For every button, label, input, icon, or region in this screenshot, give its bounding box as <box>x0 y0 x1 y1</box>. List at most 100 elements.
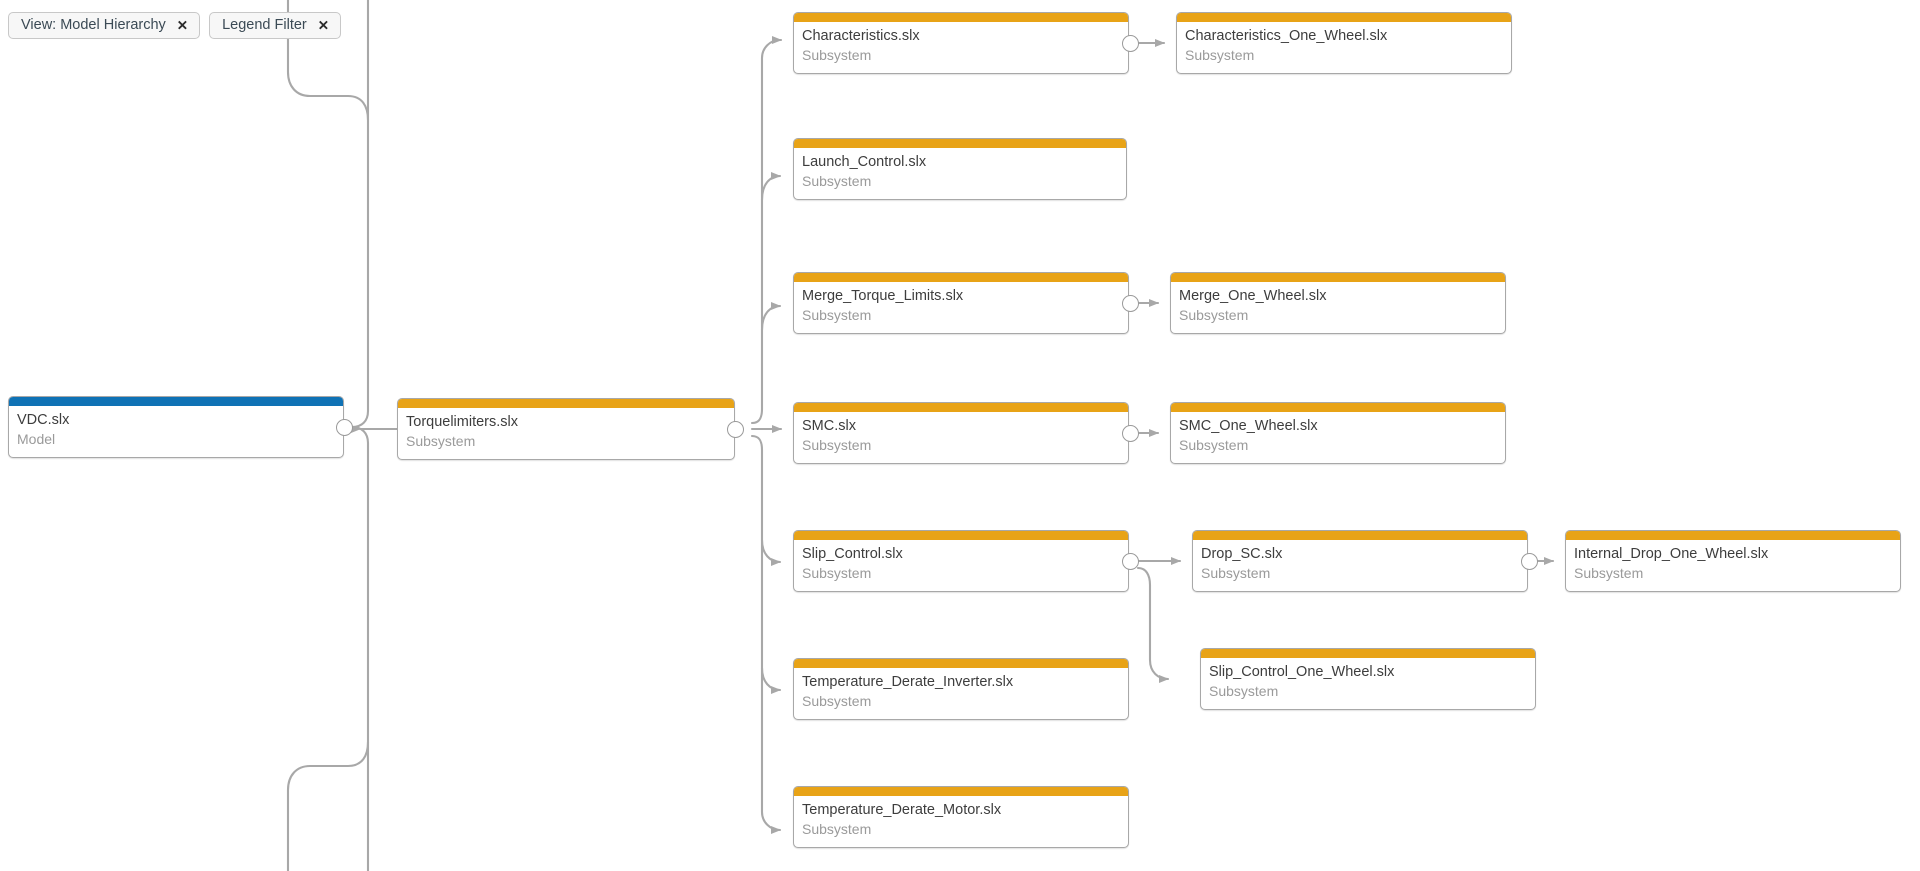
node-slip-control[interactable]: Slip_Control.slx Subsystem <box>793 530 1129 592</box>
node-body: SMC.slx Subsystem <box>794 412 1128 453</box>
port-slip-control-output[interactable] <box>1122 553 1139 570</box>
node-subtitle: Subsystem <box>802 692 872 709</box>
filter-pill-label: View: Model Hierarchy <box>21 17 166 34</box>
node-body: Merge_One_Wheel.slx Subsystem <box>1171 282 1505 323</box>
node-subtitle: Subsystem <box>1574 564 1644 581</box>
node-title: Slip_Control_One_Wheel.slx <box>1209 664 1395 680</box>
node-drop-sc[interactable]: Drop_SC.slx Subsystem <box>1192 530 1528 592</box>
filter-pill-bar: View: Model Hierarchy ✕ Legend Filter ✕ <box>8 12 342 39</box>
node-title: Merge_One_Wheel.slx <box>1179 288 1327 304</box>
node-header-bar <box>1193 531 1527 540</box>
node-title: VDC.slx <box>17 412 70 428</box>
node-header-bar <box>1171 403 1505 412</box>
node-body: Characteristics.slx Subsystem <box>794 22 1128 63</box>
node-header-bar <box>1566 531 1900 540</box>
edge-slip-control-to-slip-control-one-wheel <box>1136 566 1170 683</box>
edge-vdc-offscreen-bottom <box>350 425 370 871</box>
node-header-bar <box>794 787 1128 796</box>
node-title: Temperature_Derate_Motor.slx <box>802 802 1002 818</box>
node-header-bar <box>794 13 1128 22</box>
node-header-bar <box>1201 649 1535 658</box>
node-header-bar <box>9 397 343 406</box>
node-launch-control[interactable]: Launch_Control.slx Subsystem <box>793 138 1127 200</box>
node-body: Launch_Control.slx Subsystem <box>794 148 1126 189</box>
node-title: Characteristics.slx <box>802 28 920 44</box>
node-smc[interactable]: SMC.slx Subsystem <box>793 402 1129 464</box>
node-body: Torquelimiters.slx Subsystem <box>398 408 734 449</box>
port-torquelimiters-output[interactable] <box>727 421 744 438</box>
node-title: SMC.slx <box>802 418 856 434</box>
node-body: Drop_SC.slx Subsystem <box>1193 540 1527 581</box>
node-header-bar <box>794 403 1128 412</box>
port-smc-output[interactable] <box>1122 425 1139 442</box>
edge-torquelimiters-to-merge-torque-limits <box>760 302 782 332</box>
node-subtitle: Subsystem <box>1179 306 1249 323</box>
node-temperature-derate-inverter[interactable]: Temperature_Derate_Inverter.slx Subsyste… <box>793 658 1129 720</box>
node-temperature-derate-motor[interactable]: Temperature_Derate_Motor.slx Subsystem <box>793 786 1129 848</box>
filter-pill-legend-filter[interactable]: Legend Filter ✕ <box>209 12 342 39</box>
node-subtitle: Model <box>17 430 56 447</box>
node-title: Internal_Drop_One_Wheel.slx <box>1574 546 1769 562</box>
edge-riser-dummy <box>762 282 780 300</box>
edge-torquelimiters-to-temperature-derate-motor <box>750 434 782 834</box>
node-header-bar <box>794 273 1128 282</box>
node-body: Temperature_Derate_Motor.slx Subsystem <box>794 796 1128 837</box>
node-title: SMC_One_Wheel.slx <box>1179 418 1318 434</box>
node-header-bar <box>794 531 1128 540</box>
node-vdc[interactable]: VDC.slx Model <box>8 396 344 458</box>
node-title: Merge_Torque_Limits.slx <box>802 288 964 304</box>
node-header-bar <box>794 139 1126 148</box>
edge-spine-bottom-elbow-a <box>286 740 370 871</box>
node-body: SMC_One_Wheel.slx Subsystem <box>1171 412 1505 453</box>
node-header-bar <box>794 659 1128 668</box>
node-title: Temperature_Derate_Inverter.slx <box>802 674 1014 690</box>
node-subtitle: Subsystem <box>1185 46 1255 63</box>
close-icon[interactable]: ✕ <box>317 17 330 33</box>
node-title: Drop_SC.slx <box>1201 546 1283 562</box>
node-body: Merge_Torque_Limits.slx Subsystem <box>794 282 1128 323</box>
node-characteristics-one-wheel[interactable]: Characteristics_One_Wheel.slx Subsystem <box>1176 12 1512 74</box>
node-subtitle: Subsystem <box>1201 564 1271 581</box>
edge-torquelimiters-to-temperature-derate-inverter <box>760 666 782 694</box>
node-subtitle: Subsystem <box>802 564 872 581</box>
node-smc-one-wheel[interactable]: SMC_One_Wheel.slx Subsystem <box>1170 402 1506 464</box>
filter-pill-label: Legend Filter <box>222 17 307 34</box>
node-subtitle: Subsystem <box>1209 682 1279 699</box>
port-characteristics-output[interactable] <box>1122 35 1139 52</box>
node-subtitle: Subsystem <box>406 432 476 449</box>
node-header-bar <box>398 399 734 408</box>
node-subtitle: Subsystem <box>802 436 872 453</box>
edge-vdc-offscreen-top <box>350 0 370 429</box>
node-slip-control-one-wheel[interactable]: Slip_Control_One_Wheel.slx Subsystem <box>1200 648 1536 710</box>
close-icon[interactable]: ✕ <box>176 17 189 33</box>
node-body: VDC.slx Model <box>9 406 343 447</box>
node-title: Characteristics_One_Wheel.slx <box>1185 28 1388 44</box>
node-body: Slip_Control.slx Subsystem <box>794 540 1128 581</box>
node-title: Torquelimiters.slx <box>406 414 518 430</box>
edge-torquelimiters-to-launch-control <box>760 172 782 202</box>
edge-torquelimiters-to-characteristics <box>750 36 783 425</box>
port-vdc-output[interactable] <box>336 419 353 436</box>
node-subtitle: Subsystem <box>802 306 872 323</box>
node-merge-torque-limits[interactable]: Merge_Torque_Limits.slx Subsystem <box>793 272 1129 334</box>
node-title: Launch_Control.slx <box>802 154 927 170</box>
node-body: Characteristics_One_Wheel.slx Subsystem <box>1177 22 1511 63</box>
node-header-bar <box>1177 13 1511 22</box>
node-subtitle: Subsystem <box>1179 436 1249 453</box>
node-merge-one-wheel[interactable]: Merge_One_Wheel.slx Subsystem <box>1170 272 1506 334</box>
port-merge-torque-limits-output[interactable] <box>1122 295 1139 312</box>
node-body: Temperature_Derate_Inverter.slx Subsyste… <box>794 668 1128 709</box>
node-body: Internal_Drop_One_Wheel.slx Subsystem <box>1566 540 1900 581</box>
node-characteristics[interactable]: Characteristics.slx Subsystem <box>793 12 1129 74</box>
node-torquelimiters[interactable]: Torquelimiters.slx Subsystem <box>397 398 735 460</box>
node-subtitle: Subsystem <box>802 172 872 189</box>
edge-torquelimiters-to-slip-control <box>760 538 782 566</box>
node-subtitle: Subsystem <box>802 820 872 837</box>
node-header-bar <box>1171 273 1505 282</box>
node-title: Slip_Control.slx <box>802 546 903 562</box>
port-drop-sc-output[interactable] <box>1521 553 1538 570</box>
node-internal-drop-one-wheel[interactable]: Internal_Drop_One_Wheel.slx Subsystem <box>1565 530 1901 592</box>
filter-pill-view-model-hierarchy[interactable]: View: Model Hierarchy ✕ <box>8 12 201 39</box>
node-body: Slip_Control_One_Wheel.slx Subsystem <box>1201 658 1535 699</box>
